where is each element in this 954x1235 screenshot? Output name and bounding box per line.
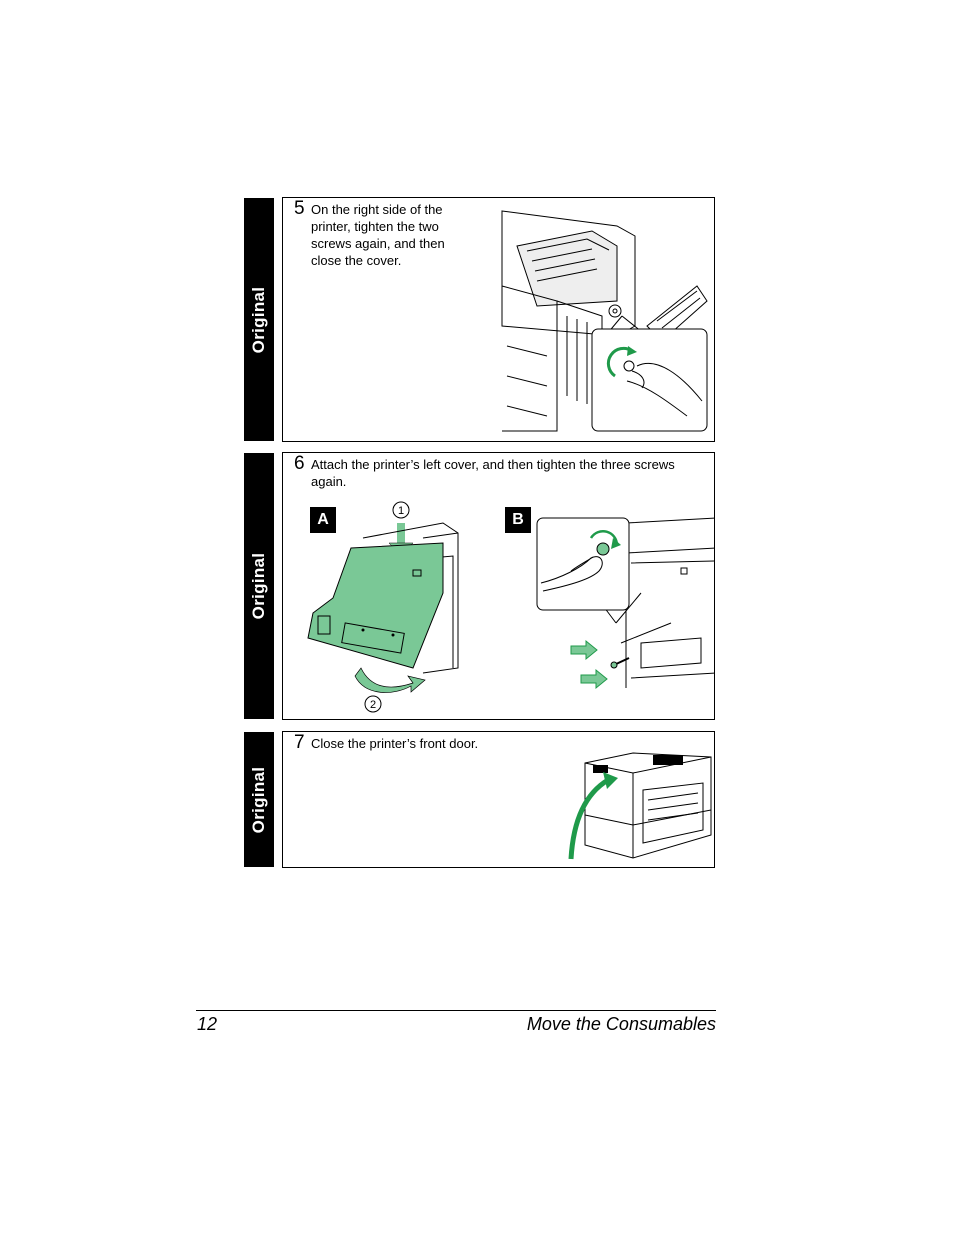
callout-2: 2 xyxy=(370,699,376,711)
original-tab: Original xyxy=(244,453,274,719)
step-5-box: 5 On the right side of the printer, tigh… xyxy=(282,197,715,442)
printer-right-side-illustration xyxy=(497,206,712,436)
panel-b-label: B xyxy=(505,507,531,533)
step-6-box: 6 Attach the printer’s left cover, and t… xyxy=(282,452,715,720)
left-cover-attach-illustration: 1 2 xyxy=(303,498,463,718)
step-text: Close the printer’s front door. xyxy=(311,735,561,752)
step-text: On the right side of the printer, tighte… xyxy=(311,201,471,269)
callout-1: 1 xyxy=(398,505,404,517)
step-number: 7 xyxy=(294,732,305,754)
step-number: 5 xyxy=(294,198,305,220)
screw-tighten-illustration xyxy=(531,513,715,693)
step-text: Attach the printer’s left cover, and the… xyxy=(311,456,711,490)
original-tab-label: Original xyxy=(249,286,269,353)
original-tab-label: Original xyxy=(249,553,269,620)
original-tab: Original xyxy=(244,732,274,867)
step-7-box: 7 Close the printer’s front door. xyxy=(282,731,715,868)
printer-front-door-illustration xyxy=(563,735,713,865)
original-tab-label: Original xyxy=(249,766,269,833)
section-title: Move the Consumables xyxy=(527,1014,716,1035)
original-tab: Original xyxy=(244,198,274,441)
page-number: 12 xyxy=(197,1014,217,1035)
step-number: 6 xyxy=(294,453,305,475)
footer-rule xyxy=(196,1010,716,1011)
